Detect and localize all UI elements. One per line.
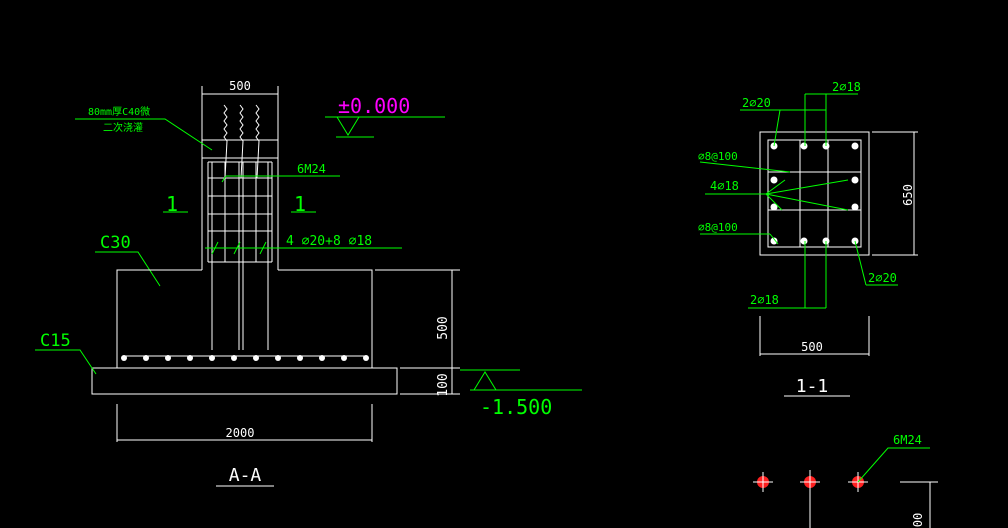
elevation-bottom-text: -1.500 (480, 395, 552, 419)
label-bottom-left: 2⌀18 (750, 293, 779, 307)
elevation-top: ±0.000 (325, 94, 445, 138)
top-width-dim-text: 500 (229, 79, 251, 93)
label-top-right: 2⌀18 (832, 80, 861, 94)
anchor-bolt-note: 6M24 (221, 162, 340, 183)
blinding-grade-text: C15 (40, 331, 71, 351)
section-aa-title: A-A (229, 465, 262, 486)
bottom-rebar-dots (121, 355, 369, 361)
label-bottom-right: 2⌀20 (868, 271, 897, 285)
stirrup-top-text: ⌀8@100 (698, 150, 738, 163)
column-stirrup (767, 139, 862, 248)
anchor-bolts-section (223, 104, 260, 179)
vertical-dimensions: 500 100 (375, 269, 460, 397)
width-dim-text: 500 (801, 340, 823, 354)
width-dimension: 500 (759, 316, 870, 356)
bolt-plan-dim-text: 00 (911, 513, 925, 527)
base-width-dim-text: 2000 (226, 426, 255, 440)
cut-mark-right: 1 (294, 192, 306, 216)
grout-note-line1: 80mm厚C40微 (88, 105, 150, 118)
base-height-dim-text: 500 (436, 316, 451, 339)
section-aa: 500 80mm厚C40微 二次浇灌 ±0.000 (35, 79, 582, 487)
concrete-grade-label: C30 (95, 233, 161, 287)
bolt-plan: 6M24 00 (753, 433, 938, 528)
section-11: 2⌀18 2⌀20 ⌀8@100 4⌀18 ⌀8@100 2⌀20 2⌀18 6… (698, 80, 918, 397)
section-11-leaders (699, 93, 898, 309)
cut-mark-left: 1 (166, 192, 178, 216)
pier (201, 158, 279, 350)
side-bars-text: 4⌀18 (710, 179, 739, 193)
anchor-bolt-marks (753, 472, 868, 492)
blinding-layer (91, 367, 398, 395)
grout-layer (201, 139, 279, 159)
base-width-dimension: 2000 (116, 404, 373, 442)
bolt-plan-label: 6M24 (893, 433, 922, 447)
elevation-top-text: ±0.000 (338, 94, 410, 118)
blinding-height-dim-text: 100 (436, 373, 451, 396)
anchor-bolt-text: 6M24 (297, 162, 326, 176)
pier-rebar-note: 4 ⌀20+8 ⌀18 (205, 234, 402, 255)
blinding-grade-label: C15 (35, 331, 97, 375)
section-11-title: 1-1 (796, 376, 829, 397)
height-dim-text: 650 (901, 184, 915, 206)
column-outline (759, 131, 870, 256)
grout-note: 80mm厚C40微 二次浇灌 (75, 105, 213, 151)
elevation-bottom: -1.500 (460, 369, 582, 419)
concrete-grade-text: C30 (100, 233, 131, 253)
pier-rebar-text: 4 ⌀20+8 ⌀18 (286, 234, 372, 249)
footing-base (116, 269, 373, 369)
column-rebar-dots (770, 142, 859, 245)
top-width-dimension: 500 (201, 79, 279, 140)
label-top-left: 2⌀20 (742, 96, 771, 110)
grout-note-line2: 二次浇灌 (103, 121, 143, 134)
stirrup-bottom-text: ⌀8@100 (698, 221, 738, 234)
height-dimension: 650 (872, 131, 918, 256)
